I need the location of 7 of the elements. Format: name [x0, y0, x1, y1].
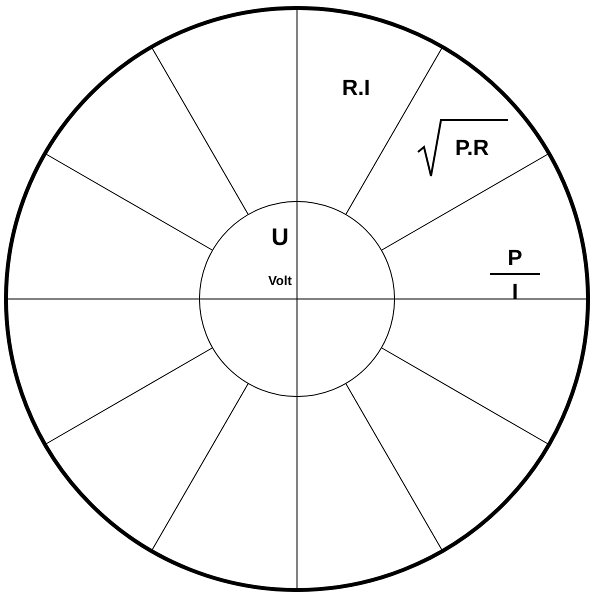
- unit-label: Volt: [267, 274, 293, 287]
- denominator-label: I: [512, 281, 518, 303]
- formula-label: R.I: [342, 77, 370, 99]
- center-circle: [199, 201, 395, 397]
- numerator-label: P: [508, 247, 522, 269]
- quantity-symbol: U: [270, 226, 290, 250]
- formula-label: P.R: [455, 137, 489, 159]
